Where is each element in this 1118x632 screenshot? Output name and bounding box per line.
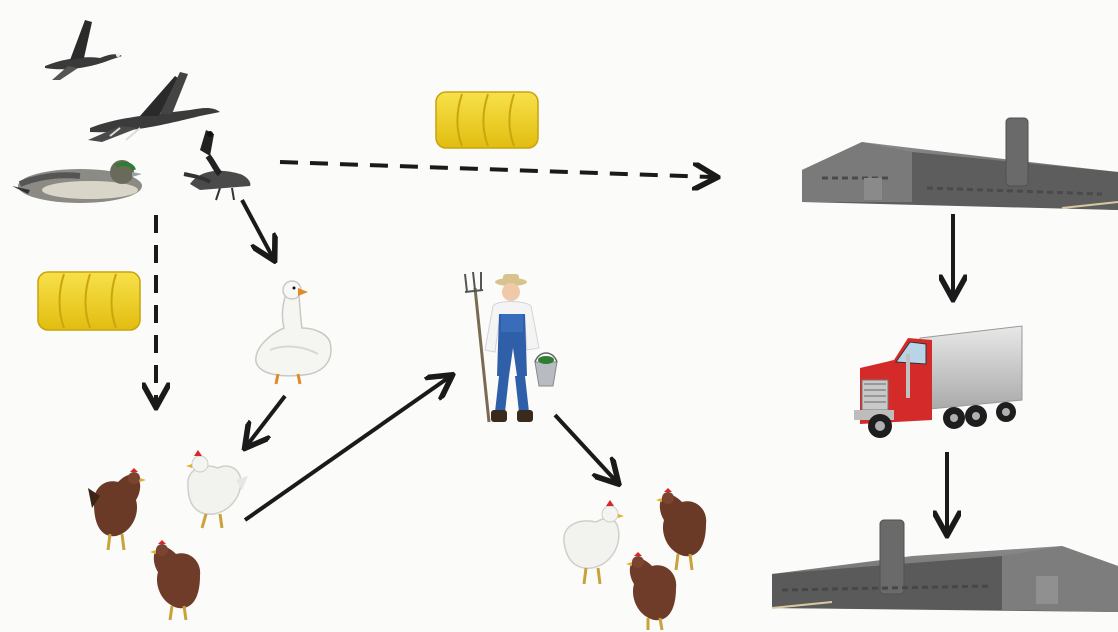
edge-wild-birds-to-goose — [240, 199, 272, 256]
wild-waterfowl-icon — [12, 20, 251, 203]
transport-truck-icon — [854, 325, 1023, 438]
edges — [156, 160, 953, 530]
hay-bale-icon — [37, 271, 141, 331]
edge-farmer-to-farm-chickens — [553, 413, 615, 480]
edge-backyard-chickens-to-farmer — [243, 378, 448, 522]
farmer-with-pitchfork-icon — [464, 271, 558, 423]
farm-chickens-icon — [563, 488, 707, 631]
poultry-barn-icon — [802, 117, 1118, 210]
edge-goose-to-backyard-chickens — [248, 394, 287, 444]
hay-bale-icon — [435, 91, 539, 149]
poultry-barn-icon — [771, 519, 1118, 612]
backyard-chickens-icon — [88, 450, 248, 621]
white-goose-icon — [255, 280, 332, 385]
edge-wild-birds-to-poultry-house — [279, 160, 712, 177]
